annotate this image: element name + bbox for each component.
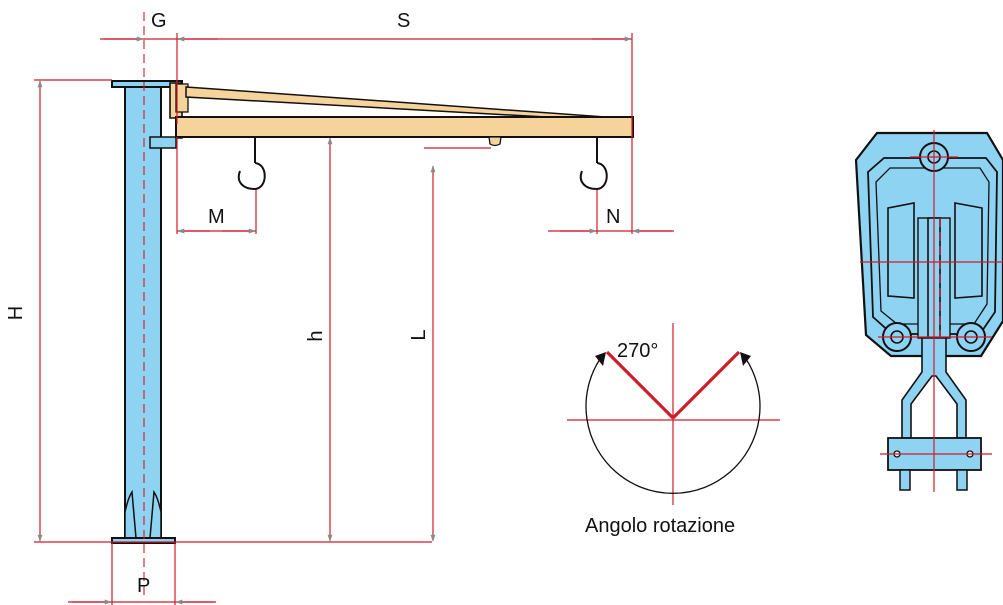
column xyxy=(111,80,183,544)
label-N: N xyxy=(606,206,620,228)
dimension-lines xyxy=(34,33,674,605)
label-G: G xyxy=(151,10,167,32)
rotation-limit-right xyxy=(671,350,741,420)
label-L: L xyxy=(408,329,430,340)
label-S: S xyxy=(397,10,410,32)
trolley-clamp-leg-left xyxy=(899,469,911,491)
column-base-gusset-right xyxy=(149,489,162,539)
column-shaft xyxy=(124,86,162,539)
hook-right xyxy=(579,137,608,191)
trolley-clamp-leg-right xyxy=(956,469,968,491)
hook-left xyxy=(237,137,266,191)
rotation-arrowhead-left xyxy=(595,352,606,366)
boom-beam xyxy=(175,116,634,138)
boom xyxy=(169,82,634,147)
rotation-caption: Angolo rotazione xyxy=(585,515,735,537)
trolley-inner-frame-2 xyxy=(875,167,990,325)
label-P: P xyxy=(137,575,150,597)
column-bracket xyxy=(149,136,177,149)
trolley-inner-frame xyxy=(867,157,998,335)
label-H: H xyxy=(5,306,27,320)
label-h: h xyxy=(305,330,327,341)
rotation-arrowhead-right xyxy=(740,352,751,366)
rotation-limit-left xyxy=(605,350,675,420)
column-base-gusset-left xyxy=(124,489,137,539)
trolley-right-panel xyxy=(954,202,983,299)
boom-tie-rod xyxy=(185,86,609,121)
label-M: M xyxy=(208,206,225,228)
rotation-angle-value: 270° xyxy=(617,340,658,362)
boom-head-block xyxy=(175,83,189,113)
trolley-detail xyxy=(854,130,1003,492)
rotation-angle-diagram: 270° Angolo rotazione xyxy=(567,323,780,537)
trolley-left-panel xyxy=(887,202,915,299)
rotation-arc xyxy=(585,358,761,494)
trolley-stop xyxy=(488,136,502,147)
